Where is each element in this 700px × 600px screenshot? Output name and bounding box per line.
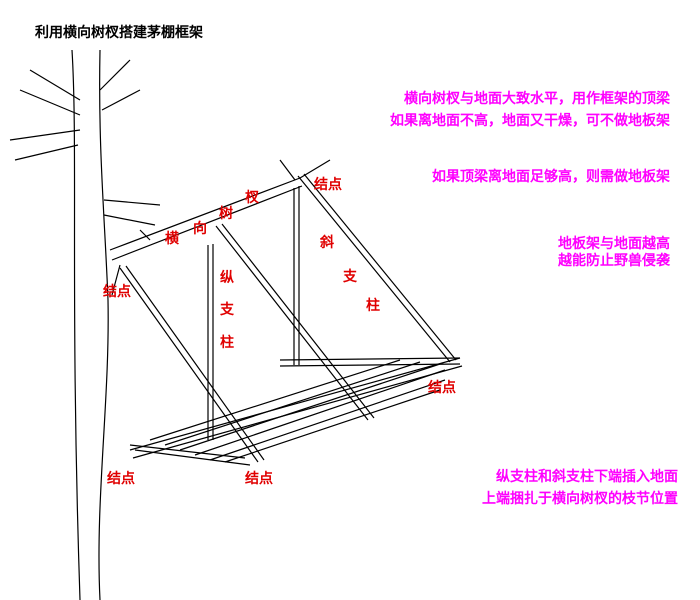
floor-frame [129,357,463,466]
diagonal-post-label: 支 [343,269,357,285]
note-line: 越能防止野兽侵袭 [558,253,670,269]
vertical-post-label: 柱 [220,335,234,351]
vertical-posts [207,186,300,440]
beam-label: 杈 [245,190,259,206]
tree [9,49,161,600]
note-line: 横向树杈与地面大致水平，用作框架的顶梁 [404,91,670,107]
node-label: 结点 [314,177,342,193]
node-label: 结点 [428,380,456,396]
diagonal-post-label: 柱 [366,298,380,314]
note-posts: 纵支柱和斜支柱下端插入地面 上端捆扎于横向树杈的枝节位置 [482,466,678,510]
node-label: 结点 [103,284,131,300]
note-line: 地板架与地面越高 [558,236,670,252]
diagonal-post-label: 斜 [320,235,334,251]
diagonal-posts [119,173,457,463]
node-label: 结点 [107,471,135,487]
note-floor-needed: 如果顶梁离地面足够高，则需做地板架 [432,169,670,185]
note-line: 上端捆扎于横向树杈的枝节位置 [482,491,678,507]
page-title: 利用横向树杈搭建茅棚框架 [35,25,203,41]
vertical-post-label: 支 [220,302,234,318]
note-line: 如果离地面不高，地面又干燥，可不做地板架 [390,113,670,129]
beam-label: 向 [193,221,207,237]
note-floor-height: 地板架与地面越高 越能防止野兽侵袭 [558,236,670,270]
note-line: 纵支柱和斜支柱下端插入地面 [496,469,678,485]
beam-label: 横 [165,231,179,247]
vertical-post-label: 纵 [220,270,234,286]
node-label: 结点 [245,471,273,487]
note-top-beam: 横向树杈与地面大致水平，用作框架的顶梁 如果离地面不高，地面又干燥，可不做地板架 [390,88,670,132]
top-beam [109,159,331,296]
beam-label: 树 [219,206,233,222]
